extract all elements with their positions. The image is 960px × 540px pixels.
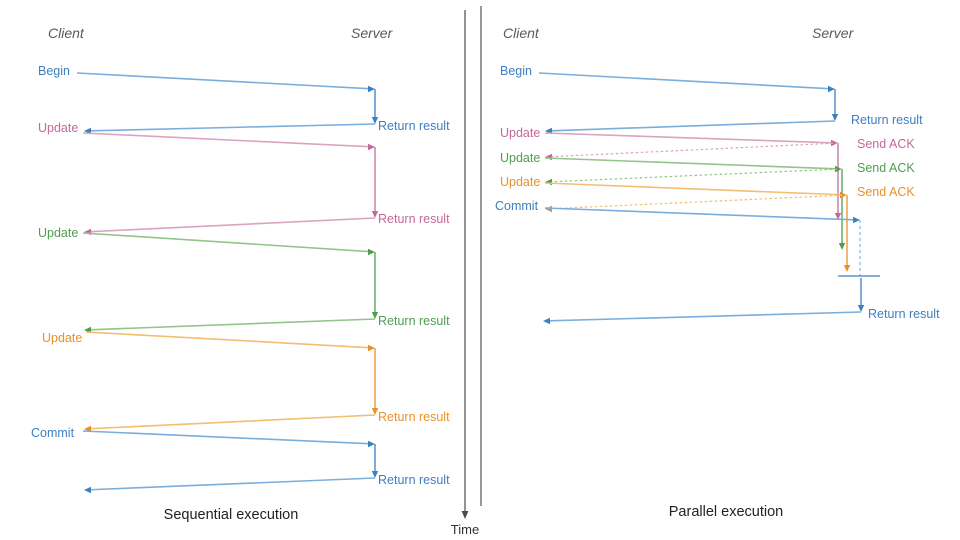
- message-line: [85, 331, 370, 349]
- message-line: [82, 232, 370, 253]
- message-arrowhead: [543, 317, 550, 325]
- message-line: [550, 168, 843, 183]
- message-label-return-result: Return result: [868, 307, 940, 321]
- time-axis-label: Time: [451, 522, 479, 537]
- message-line: [89, 318, 376, 331]
- message-label-send-ack: Send ACK: [857, 185, 915, 199]
- time-axis-layer: Time: [451, 10, 479, 537]
- server-activation-arrowhead: [831, 114, 839, 121]
- message-arrowhead: [368, 85, 375, 93]
- panel-caption-parallel: Parallel execution: [669, 504, 783, 520]
- message-line: [544, 207, 855, 221]
- message-line: [548, 311, 862, 322]
- message-label-update: Update: [500, 151, 540, 165]
- message-line: [544, 182, 842, 196]
- lane-title-client: Client: [48, 25, 85, 41]
- lane-title-client: Client: [503, 25, 540, 41]
- server-activation-arrowhead: [371, 211, 379, 218]
- message-arrowhead: [835, 165, 842, 173]
- lane-title-server: Server: [351, 25, 394, 41]
- message-label-return-result: Return result: [378, 410, 450, 424]
- message-arrowhead: [84, 486, 91, 494]
- message-label-update: Update: [42, 331, 82, 345]
- lane-title-server: Server: [812, 25, 855, 41]
- message-orange-6: Update: [500, 175, 847, 199]
- message-line: [89, 123, 376, 132]
- server-activation-arrowhead: [371, 408, 379, 415]
- message-blue-1: Return result: [84, 119, 450, 135]
- message-label-return-result: Return result: [851, 113, 923, 127]
- message-line: [550, 142, 839, 158]
- message-label-begin: Begin: [38, 64, 70, 78]
- message-line: [544, 157, 837, 170]
- message-blue-9: Return result: [543, 307, 940, 325]
- message-label-return-result: Return result: [378, 212, 450, 226]
- message-line: [82, 132, 370, 148]
- message-blue-1: Return result: [545, 113, 923, 135]
- message-line: [538, 72, 830, 90]
- message-pink-3: Send ACK: [545, 137, 915, 161]
- message-line: [89, 477, 376, 491]
- server-activation-arrowhead: [371, 312, 379, 319]
- message-arrowhead: [828, 85, 835, 93]
- message-blue-0: Begin: [38, 64, 375, 93]
- message-line: [550, 120, 836, 132]
- message-label-update: Update: [38, 226, 78, 240]
- server-activation-arrowhead: [371, 471, 379, 478]
- message-arrowhead: [853, 216, 860, 224]
- message-arrowhead: [368, 344, 375, 352]
- message-label-update: Update: [500, 126, 540, 140]
- message-arrowhead: [840, 191, 847, 199]
- message-blue-0: Begin: [500, 64, 835, 93]
- message-arrowhead: [545, 153, 552, 161]
- message-line: [89, 217, 376, 233]
- message-green-4: Update: [38, 226, 375, 256]
- message-pink-3: Return result: [84, 212, 450, 236]
- message-label-send-ack: Send ACK: [857, 137, 915, 151]
- message-label-update: Update: [500, 175, 540, 189]
- message-green-5: Return result: [84, 314, 450, 334]
- server-activation-arrowhead: [857, 305, 865, 312]
- message-line: [89, 414, 376, 430]
- message-orange-7: Send ACK: [545, 185, 915, 213]
- message-line: [544, 132, 833, 144]
- message-green-4: Update: [500, 151, 842, 173]
- server-activation-arrowhead: [371, 117, 379, 124]
- server-activation-arrowhead: [838, 243, 846, 250]
- message-blue-8: Commit: [31, 426, 375, 448]
- server-activation-arrowhead: [834, 213, 842, 220]
- message-arrowhead: [368, 248, 375, 256]
- message-label-commit: Commit: [31, 426, 75, 440]
- message-label-return-result: Return result: [378, 473, 450, 487]
- message-arrowhead: [368, 440, 375, 448]
- server-activation-arrowhead: [843, 265, 851, 272]
- message-label-return-result: Return result: [378, 314, 450, 328]
- message-blue-8: Commit: [495, 199, 860, 224]
- message-label-begin: Begin: [500, 64, 532, 78]
- message-label-commit: Commit: [495, 199, 539, 213]
- message-line: [82, 430, 370, 445]
- message-line: [550, 194, 848, 210]
- message-arrowhead: [545, 178, 552, 186]
- message-label-update: Update: [38, 121, 78, 135]
- message-orange-7: Return result: [84, 410, 450, 433]
- message-pink-2: Update: [38, 121, 375, 151]
- message-blue-9: Return result: [84, 473, 450, 494]
- message-arrowhead: [368, 143, 375, 151]
- message-label-send-ack: Send ACK: [857, 161, 915, 175]
- panel-caption-sequential: Sequential execution: [164, 507, 299, 523]
- message-orange-6: Update: [42, 331, 375, 352]
- message-arrowhead: [831, 139, 838, 147]
- message-label-return-result: Return result: [378, 119, 450, 133]
- message-line: [76, 72, 370, 90]
- message-pink-2: Update: [500, 126, 838, 147]
- time-axis-arrowhead: [461, 511, 469, 519]
